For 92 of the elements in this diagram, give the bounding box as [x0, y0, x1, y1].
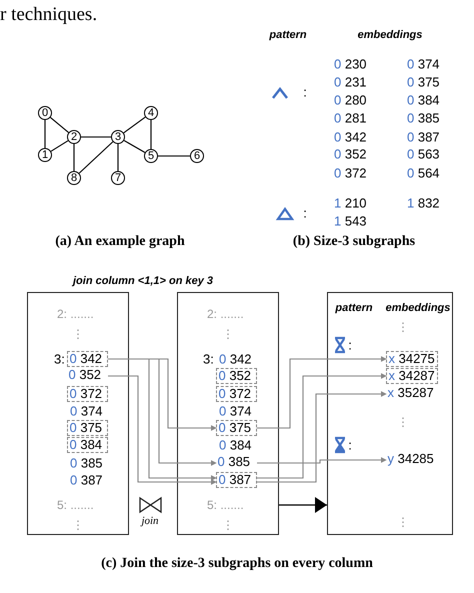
placeholder-text: 2: ....... — [207, 307, 244, 321]
column-heading: pattern — [335, 302, 373, 314]
embedding-text: 0 563 — [407, 146, 440, 162]
graph-vertex: 8 — [67, 171, 81, 185]
dotted-entry-box: 0 342 — [66, 350, 108, 366]
graph-vertex: 3 — [111, 130, 125, 144]
dotted-entry-box: 0 375 — [66, 420, 108, 436]
block-arrow — [279, 497, 327, 513]
embedding-text: 0 374 — [70, 404, 103, 418]
placeholder-text: ⋮ — [397, 415, 409, 429]
embedding-text: 0 281 — [334, 110, 367, 126]
graph-edge — [150, 120, 152, 149]
graph-edge — [117, 144, 119, 171]
dotted-entry-box: 0 375 — [216, 420, 256, 436]
subfigure-caption: (a) An example graph — [55, 234, 185, 250]
placeholder-text: 2: ....... — [57, 307, 94, 321]
embedding-text: 0 374 — [219, 404, 252, 418]
graph-vertex: 2 — [67, 130, 81, 144]
embedding-text: 0 280 — [334, 92, 367, 108]
dotted-entry-box: x 34275 — [386, 350, 438, 366]
arrow — [257, 356, 387, 429]
table-panel — [27, 292, 129, 535]
colon-text: : — [348, 338, 352, 352]
arrow — [108, 375, 217, 485]
join-label: join — [141, 515, 159, 527]
graph-edge — [123, 116, 146, 134]
subfigure-caption: (c) Join the size-3 subgraphs on every column — [101, 556, 373, 572]
colon-text: 3: — [54, 352, 65, 366]
dotted-entry-box: 0 372 — [66, 386, 108, 402]
placeholder-text: ⋮ — [397, 320, 409, 334]
embedding-text: 0 372 — [334, 166, 367, 180]
graph-edge — [158, 155, 190, 157]
embedding-text: 1 543 — [334, 214, 367, 228]
arrow — [257, 373, 387, 479]
graph-edge — [44, 120, 46, 148]
embedding-text: 1 832 — [407, 196, 440, 210]
dotted-entry-box: 0 372 — [216, 386, 256, 402]
embedding-text: 0 342 — [334, 130, 367, 144]
graph-edge — [81, 136, 111, 138]
graph-vertex: 7 — [111, 171, 125, 185]
placeholder-text: ⋮ — [72, 327, 84, 341]
placeholder-text: ⋮ — [397, 515, 409, 529]
embedding-text: 0 387 — [407, 130, 440, 144]
placeholder-text: ⋮ — [222, 518, 234, 532]
embedding-text: 0 231 — [334, 74, 367, 90]
embedding-text: 0 374 — [407, 56, 440, 72]
embedding-text: 0 342 — [219, 352, 252, 366]
embedding-entry: x 35287 — [386, 386, 438, 402]
column-heading: pattern — [269, 29, 307, 41]
subfigure-caption: (b) Size-3 subgraphs — [292, 234, 416, 250]
colon-text: : — [303, 84, 307, 100]
embedding-text: 0 387 — [70, 472, 103, 488]
graph-vertex: 4 — [144, 106, 158, 120]
embedding-entry: 0 352 — [66, 368, 108, 384]
column-heading: embeddings — [386, 302, 450, 314]
placeholder-text: ⋮ — [222, 327, 234, 341]
arrow — [257, 391, 387, 483]
embedding-text: 0 352 — [334, 146, 367, 162]
graph-vertex: 0 — [38, 106, 52, 120]
graph-vertex: 5 — [144, 149, 158, 163]
dotted-entry-box: 0 352 — [216, 368, 256, 384]
arrow — [257, 457, 387, 464]
embedding-entry: y 34285 — [386, 452, 438, 468]
dotted-entry-box: 0 387 — [216, 472, 256, 488]
column-heading: embeddings — [358, 29, 422, 41]
graph-vertex: 6 — [190, 149, 204, 163]
table-panel — [177, 292, 279, 535]
colon-text: : — [303, 206, 307, 220]
embedding-text: 0 564 — [407, 166, 440, 180]
embedding-text: 1 210 — [334, 196, 367, 210]
column-heading: join column <1,1> on key 3 — [73, 275, 213, 287]
embedding-text: 0 385 — [70, 456, 103, 470]
embedding-text: 0 384 — [219, 438, 252, 452]
dotted-entry-box: x 34287 — [386, 368, 438, 384]
graph-edge — [78, 141, 114, 174]
graph-edge — [124, 140, 146, 153]
placeholder-text: 5: ....... — [207, 498, 244, 512]
embedding-entry: 0 385 — [216, 454, 256, 470]
embedding-text: 0 375 — [407, 74, 440, 90]
placeholder-text: 5: ....... — [57, 498, 94, 512]
embedding-text: 0 385 — [407, 110, 440, 126]
graph-edge — [50, 117, 69, 133]
graph-edge — [73, 144, 75, 171]
colon-text: : — [348, 438, 352, 452]
colon-text: 3: — [203, 352, 214, 366]
graph-edge — [50, 140, 68, 152]
placeholder-text: ⋮ — [72, 518, 84, 532]
graph-vertex: 1 — [38, 148, 52, 162]
dotted-entry-box: 0 384 — [66, 436, 108, 452]
body-text: r techniques. — [0, 4, 98, 26]
embedding-text: 0 384 — [407, 92, 440, 108]
embedding-text: 0 230 — [334, 56, 367, 72]
